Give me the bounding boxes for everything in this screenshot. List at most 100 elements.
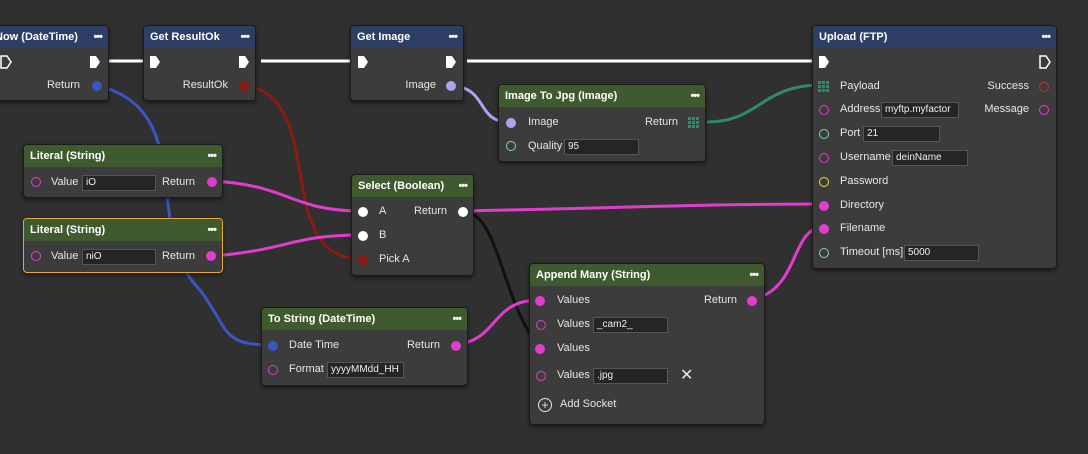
value-input[interactable]: niO — [82, 249, 156, 265]
node-upload-ftp[interactable]: Upload (FTP) ••• Payload Success Address… — [812, 25, 1057, 269]
node-header[interactable]: Literal (String) ••• — [24, 145, 222, 167]
node-append-many-string[interactable]: Append Many (String) ••• Values Return V… — [529, 263, 765, 425]
values-socket[interactable] — [536, 320, 546, 330]
node-to-string-datetime[interactable]: To String (DateTime) ••• Date Time Retur… — [261, 307, 468, 386]
port-label: Port — [840, 127, 861, 139]
node-title: Upload (FTP) — [819, 31, 888, 43]
menu-dots-icon[interactable]: ••• — [690, 90, 700, 102]
values-input[interactable]: .jpg — [593, 368, 668, 384]
node-title: Get Image — [357, 31, 411, 43]
format-input[interactable]: yyyyMMdd_HH — [327, 362, 404, 378]
a-socket[interactable] — [358, 207, 368, 217]
quality-input[interactable]: 95 — [564, 139, 639, 155]
menu-dots-icon[interactable]: ••• — [207, 150, 217, 162]
port-socket[interactable] — [819, 129, 829, 139]
address-socket[interactable] — [819, 105, 829, 115]
menu-dots-icon[interactable]: ••• — [448, 31, 458, 43]
menu-dots-icon[interactable]: ••• — [1041, 31, 1051, 43]
flow-out-icon[interactable] — [1039, 55, 1051, 69]
node-header[interactable]: Now (DateTime) ••• — [0, 26, 108, 48]
return-socket[interactable] — [451, 341, 461, 351]
b-label: B — [379, 229, 387, 241]
password-label: Password — [840, 175, 889, 187]
node-header[interactable]: Upload (FTP) ••• — [813, 26, 1056, 48]
values-label: Values — [557, 294, 590, 306]
node-header[interactable]: Image To Jpg (Image) ••• — [499, 85, 705, 107]
menu-dots-icon[interactable]: ••• — [93, 31, 103, 43]
return-socket[interactable] — [92, 81, 102, 91]
username-socket[interactable] — [819, 153, 829, 163]
add-socket-label[interactable]: Add Socket — [560, 398, 617, 410]
flow-in-icon[interactable] — [818, 55, 830, 69]
b-socket[interactable] — [358, 231, 368, 241]
flow-out-icon[interactable] — [238, 55, 250, 69]
a-label: A — [379, 205, 387, 217]
value-socket[interactable] — [31, 177, 41, 187]
add-circle-icon[interactable]: + — [538, 398, 552, 412]
quality-label: Quality — [528, 140, 563, 152]
remove-icon[interactable]: ✕ — [680, 367, 694, 384]
node-header[interactable]: Get ResultOk ••• — [144, 26, 255, 48]
values-socket[interactable] — [535, 344, 545, 354]
node-image-to-jpg[interactable]: Image To Jpg (Image) ••• Image Return Qu… — [498, 84, 706, 162]
return-socket[interactable] — [207, 177, 217, 187]
format-socket[interactable] — [268, 365, 278, 375]
datetime-socket[interactable] — [268, 341, 278, 351]
values-input[interactable]: _cam2_ — [593, 317, 668, 333]
grid-socket-icon[interactable] — [818, 81, 829, 92]
success-label: Success — [987, 80, 1029, 92]
image-socket[interactable] — [446, 81, 456, 91]
node-get-resultok[interactable]: Get ResultOk ••• ResultOk — [143, 25, 256, 101]
username-input[interactable]: deinName — [892, 150, 968, 166]
flow-in-icon[interactable] — [357, 55, 369, 69]
image-socket[interactable] — [506, 118, 516, 128]
message-socket[interactable] — [1039, 105, 1049, 115]
timeout-label: Timeout [ms] — [840, 246, 904, 258]
password-socket[interactable] — [819, 177, 829, 187]
pick-a-socket[interactable] — [358, 255, 368, 265]
values-socket[interactable] — [536, 371, 546, 381]
node-header[interactable]: Append Many (String) ••• — [530, 264, 764, 286]
node-get-image[interactable]: Get Image ••• Image — [350, 25, 464, 101]
flow-in-icon[interactable] — [0, 55, 12, 69]
node-title: Select (Boolean) — [358, 180, 445, 192]
node-literal-string[interactable]: Literal (String) ••• Value iO Return — [23, 144, 223, 198]
flow-out-icon[interactable] — [89, 55, 101, 69]
directory-socket[interactable] — [819, 201, 829, 211]
node-title: Literal (String) — [30, 150, 106, 162]
flow-in-icon[interactable] — [149, 55, 161, 69]
flow-out-icon[interactable] — [445, 55, 457, 69]
menu-dots-icon[interactable]: ••• — [749, 269, 759, 281]
menu-dots-icon[interactable]: ••• — [452, 313, 462, 325]
return-label: Return — [161, 176, 195, 188]
filename-socket[interactable] — [819, 224, 829, 234]
grid-socket-icon[interactable] — [688, 117, 699, 128]
node-title: Append Many (String) — [536, 269, 651, 281]
port-input[interactable]: 21 — [863, 126, 940, 142]
return-label: Return — [413, 205, 447, 217]
return-socket[interactable] — [458, 207, 468, 217]
quality-socket[interactable] — [506, 141, 516, 151]
menu-dots-icon[interactable]: ••• — [207, 224, 217, 236]
success-socket[interactable] — [1039, 82, 1049, 92]
node-header[interactable]: Get Image ••• — [351, 26, 463, 48]
return-socket[interactable] — [206, 251, 216, 261]
node-literal-string-selected[interactable]: Literal (String) ••• Value niO Return — [23, 218, 223, 273]
node-select-boolean[interactable]: Select (Boolean) ••• A Return B Pick A — [351, 174, 474, 276]
value-socket[interactable] — [31, 251, 41, 261]
node-header[interactable]: Select (Boolean) ••• — [352, 175, 473, 197]
string-wire — [211, 233, 363, 258]
menu-dots-icon[interactable]: ••• — [458, 180, 468, 192]
address-input[interactable]: myftp.myfactor — [881, 102, 959, 118]
values-socket[interactable] — [535, 296, 545, 306]
resultok-socket[interactable] — [239, 81, 249, 91]
timeout-socket[interactable] — [819, 248, 829, 258]
timeout-input[interactable]: 5000 — [904, 245, 979, 261]
node-header[interactable]: Literal (String) ••• — [24, 219, 222, 241]
node-now-datetime[interactable]: Now (DateTime) ••• Return — [0, 25, 109, 101]
value-input[interactable]: iO — [82, 175, 156, 191]
return-socket[interactable] — [747, 296, 757, 306]
datetime-label: Date Time — [289, 339, 340, 351]
menu-dots-icon[interactable]: ••• — [240, 31, 250, 43]
node-header[interactable]: To String (DateTime) ••• — [262, 308, 467, 330]
